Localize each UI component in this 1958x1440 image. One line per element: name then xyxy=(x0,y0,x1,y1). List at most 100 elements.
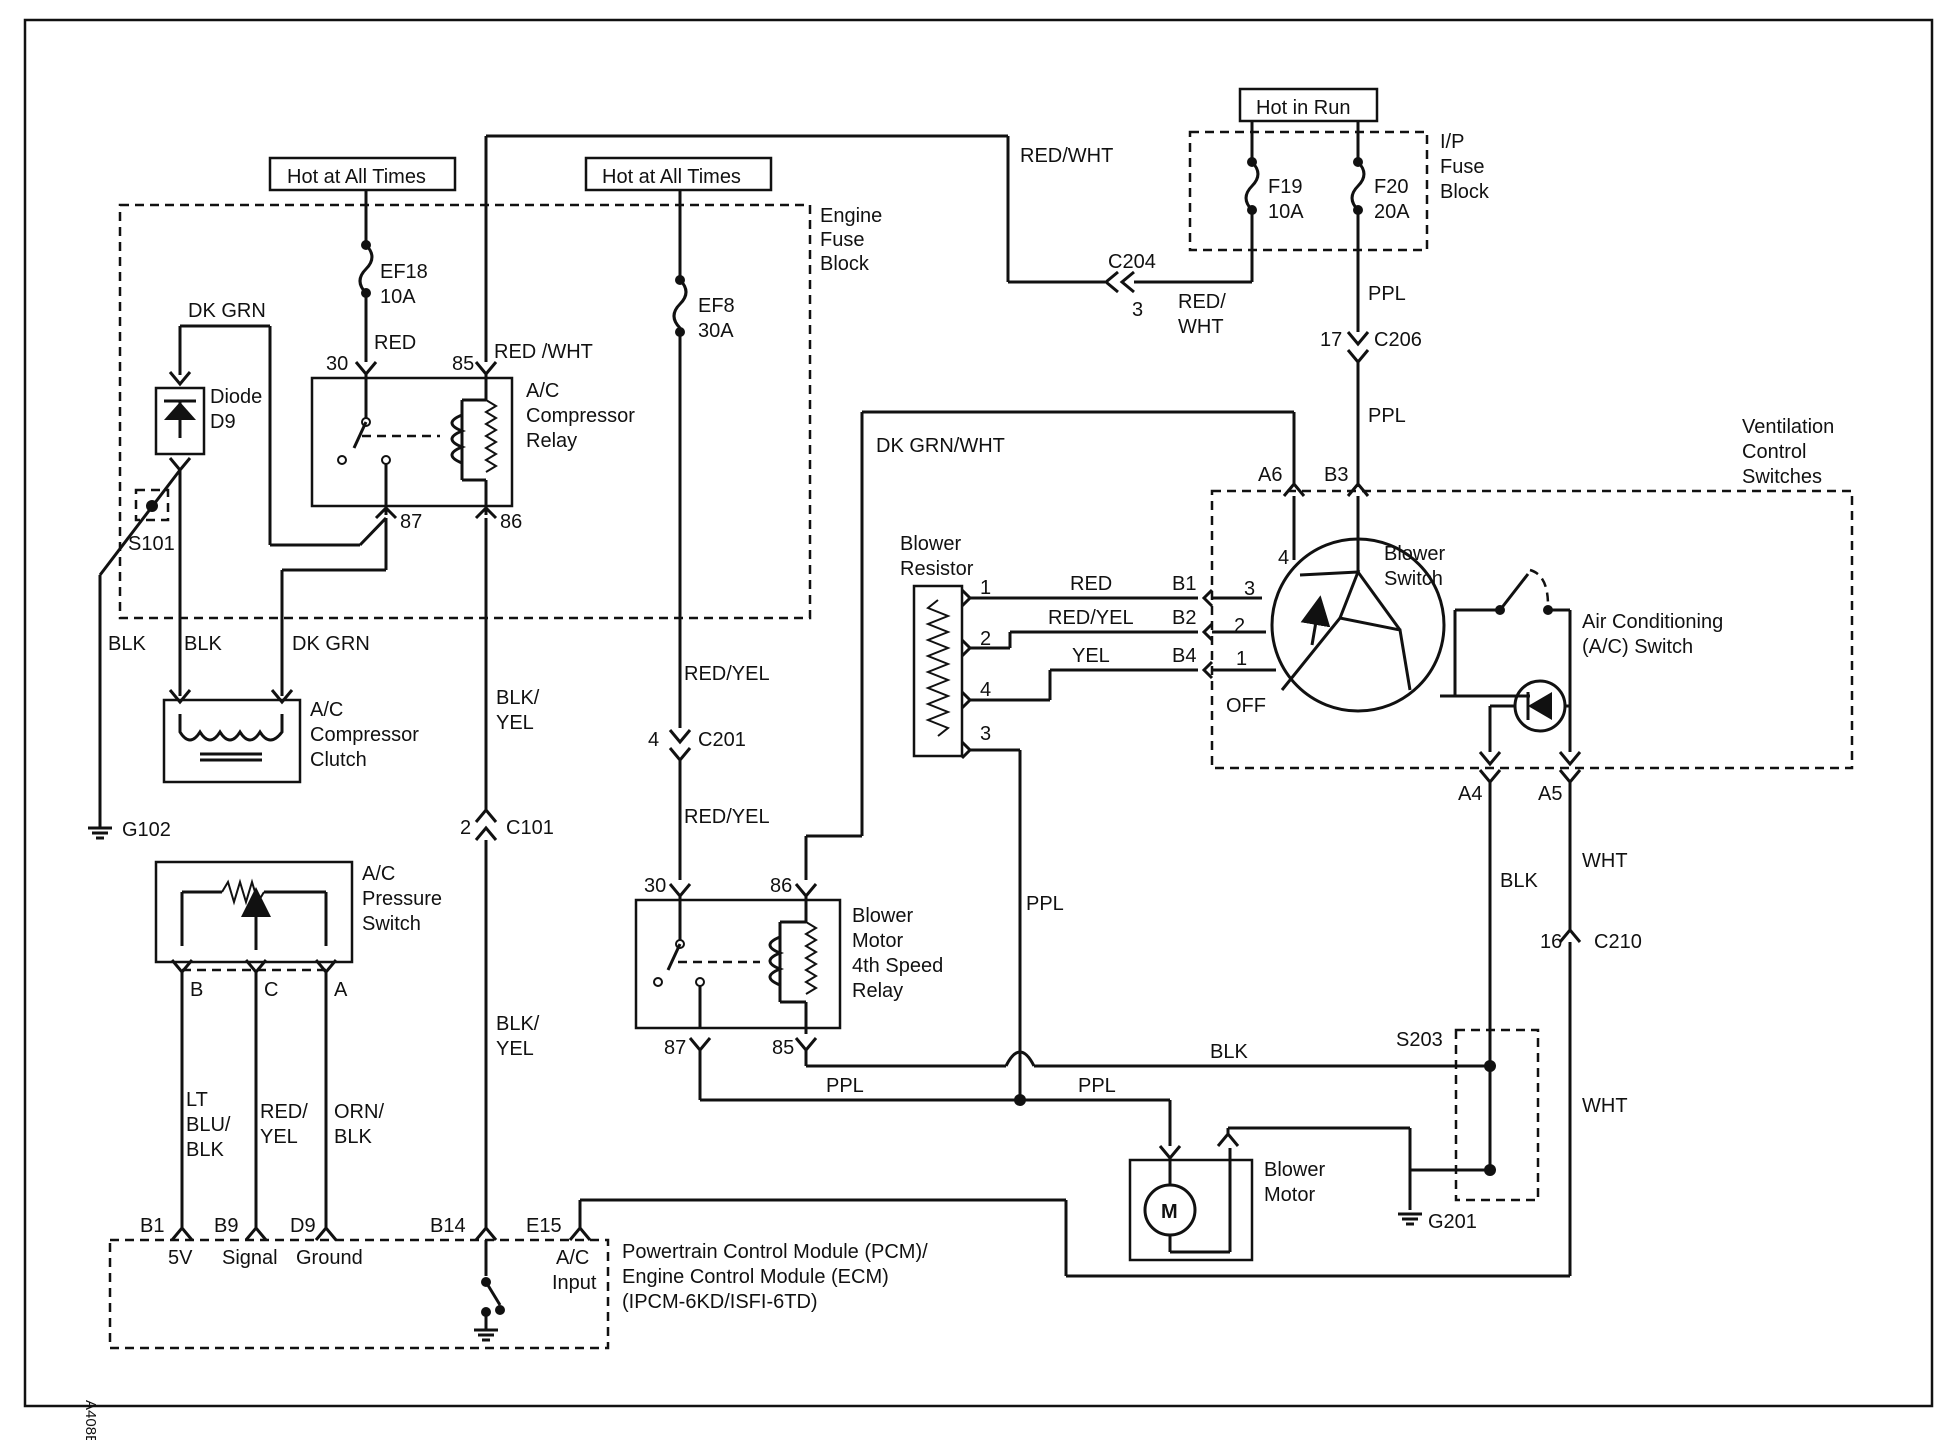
clutch-label: A/C xyxy=(310,699,343,721)
blower-relay-label: Blower xyxy=(852,905,913,927)
relay-label-2: Compressor xyxy=(526,405,635,427)
wire-lt-blu-blk-3: BLK xyxy=(186,1139,224,1161)
wire-ppl-motor: PPL xyxy=(1078,1075,1116,1097)
pressure-switch-label-2: Pressure xyxy=(362,888,442,910)
fuse-ef8-rating: 30A xyxy=(698,320,734,342)
pcm-pin-b14: B14 xyxy=(430,1215,466,1237)
pcm-label-3: (IPCM-6KD/ISFI-6TD) xyxy=(622,1291,818,1313)
ac-switch-label-2: (A/C) Switch xyxy=(1582,636,1693,658)
clutch-label-2: Compressor xyxy=(310,724,419,746)
splice-s203 xyxy=(1454,1028,1540,1202)
ip-fuse-block-label: I/P xyxy=(1440,131,1464,153)
ac-compressor-relay xyxy=(310,376,514,508)
relay-label-3: Relay xyxy=(526,430,577,452)
pin-a5: A5 xyxy=(1538,783,1562,805)
wire-dk-grn-2: DK GRN xyxy=(292,633,370,655)
figure-code: A408B001 xyxy=(82,1400,99,1440)
ventilation-label-2: Control xyxy=(1742,441,1806,463)
relay-pin-87: 87 xyxy=(400,511,422,533)
pcm-pin-d9: D9 xyxy=(290,1215,316,1237)
diode-label: Diode xyxy=(210,386,262,408)
connector-c204-pin: 3 xyxy=(1132,299,1143,321)
pcm-pin-b9: B9 xyxy=(214,1215,238,1237)
ac-compressor-clutch xyxy=(162,698,302,784)
pin-b4: B4 xyxy=(1172,645,1196,667)
blower-switch-label: Blower xyxy=(1384,543,1445,565)
ground-g201: G201 xyxy=(1428,1211,1477,1233)
engine-fuse-block-label: Engine xyxy=(820,205,882,227)
wire-wht-2: WHT xyxy=(1582,1095,1628,1117)
connector-c210: C210 xyxy=(1594,931,1642,953)
ip-fuse-block-label-3: Block xyxy=(1440,181,1490,203)
wire-orn-blk-2: BLK xyxy=(334,1126,372,1148)
engine-fuse-block-label-3: Block xyxy=(820,253,870,275)
resistor-pin-4: 4 xyxy=(980,679,991,701)
pcm-pin-b1: B1 xyxy=(140,1215,164,1237)
hot-at-all-times-label-1: Hot at All Times xyxy=(268,156,457,192)
pcm-signal: Signal xyxy=(222,1247,278,1269)
pin-b3: B3 xyxy=(1324,464,1348,486)
connector-c101-pin: 2 xyxy=(460,817,471,839)
pressure-pin-a: A xyxy=(334,979,348,1001)
wire-blk-a4: BLK xyxy=(1500,870,1538,892)
svg-text:Hot at All Times: Hot at All Times xyxy=(602,166,741,188)
wire-blk-relay: BLK xyxy=(1210,1041,1248,1063)
blower-relay-label-3: 4th Speed xyxy=(852,955,943,977)
hot-in-run-label: Hot in Run xyxy=(1238,87,1379,123)
ac-switch-label: Air Conditioning xyxy=(1582,611,1723,633)
wire-res-yel: YEL xyxy=(1072,645,1110,667)
switch-pos-3: 3 xyxy=(1244,578,1255,600)
resistor-pin-3: 3 xyxy=(980,723,991,745)
fuse-ef18: EF18 xyxy=(380,261,428,283)
wire-red-yel-2: RED/YEL xyxy=(684,806,770,828)
fuse-ef18-rating: 10A xyxy=(380,286,416,308)
wire-ppl-resistor: PPL xyxy=(1026,893,1064,915)
pressure-pin-b: B xyxy=(190,979,203,1001)
wire-dk-grn-wht: DK GRN/WHT xyxy=(876,435,1005,457)
blower-relay-pin-85: 85 xyxy=(772,1037,794,1059)
relay-pin-30: 30 xyxy=(326,353,348,375)
wire-red-yel-b9: RED/ xyxy=(260,1101,308,1123)
wire-blk-2: BLK xyxy=(184,633,222,655)
resistor-pin-2: 2 xyxy=(980,628,991,650)
wire-wht-a5: WHT xyxy=(1582,850,1628,872)
splice-s101: S101 xyxy=(128,533,175,555)
motor-symbol: M xyxy=(1161,1201,1178,1223)
pin-a6: A6 xyxy=(1258,464,1282,486)
blower-resistor xyxy=(912,584,964,758)
fuse-f20-rating: 20A xyxy=(1374,201,1410,223)
wire-lt-blu-blk-2: BLU/ xyxy=(186,1114,231,1136)
wire-red-yel-b9-2: YEL xyxy=(260,1126,298,1148)
blower-4th-speed-relay xyxy=(634,898,842,1030)
pressure-switch-label: A/C xyxy=(362,863,395,885)
pcm-ground: Ground xyxy=(296,1247,363,1269)
pin-b2: B2 xyxy=(1172,607,1196,629)
blower-resistor-label: Blower xyxy=(900,533,961,555)
engine-fuse-block-label-2: Fuse xyxy=(820,229,864,251)
ip-fuse-block-outline xyxy=(1188,130,1429,252)
switch-pos-2: 2 xyxy=(1234,615,1245,637)
connector-c204: C204 xyxy=(1108,251,1156,273)
blower-resistor-label-2: Resistor xyxy=(900,558,974,580)
pressure-switch-label-3: Switch xyxy=(362,913,421,935)
pressure-pin-c: C xyxy=(264,979,278,1001)
pcm-5v: 5V xyxy=(168,1247,193,1269)
diode-d9 xyxy=(154,386,206,456)
relay-label: A/C xyxy=(526,380,559,402)
fuse-f19: F19 xyxy=(1268,176,1302,198)
blower-switch xyxy=(1270,496,1446,713)
connector-c201: C201 xyxy=(698,729,746,751)
pcm-ac-input: A/C xyxy=(556,1247,589,1269)
wire-ppl-1: PPL xyxy=(1368,283,1406,305)
blower-relay-label-2: Motor xyxy=(852,930,903,952)
wire-orn-blk: ORN/ xyxy=(334,1101,384,1123)
pcm-label: Powertrain Control Module (PCM)/ xyxy=(622,1241,928,1263)
blower-relay-label-4: Relay xyxy=(852,980,903,1002)
resistor-pin-1: 1 xyxy=(980,577,991,599)
wire-ppl-2: PPL xyxy=(1368,405,1406,427)
hot-at-all-times-label-2: Hot at All Times xyxy=(584,156,773,192)
connector-c206-pin: 17 xyxy=(1320,329,1342,351)
blower-motor-label-2: Motor xyxy=(1264,1184,1315,1206)
wire-res-red-yel: RED/YEL xyxy=(1048,607,1134,629)
ip-fuse-block-label-2: Fuse xyxy=(1440,156,1484,178)
